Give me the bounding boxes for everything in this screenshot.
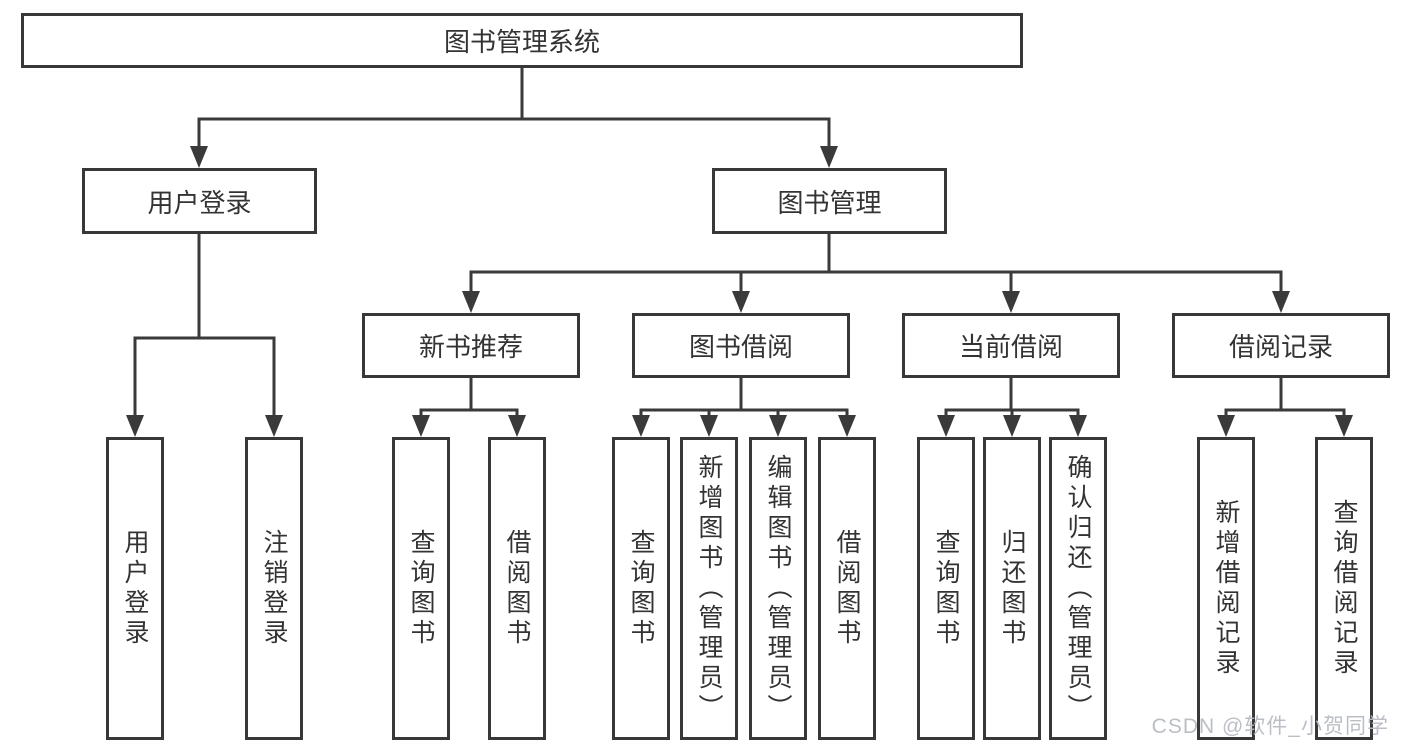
arrowhead-icons [126,146,1353,437]
leaf-search-books-borrowing: 查询图书 [612,437,670,740]
node-current-borrowing: 当前借阅 [902,313,1120,378]
node-new-book-recommend-label: 新书推荐 [418,332,523,362]
node-borrowing-records-label: 借阅记录 [1228,332,1333,362]
connector-level3-children [419,378,1346,418]
node-user-login: 用户登录 [82,168,317,234]
node-new-book-recommend: 新书推荐 [362,313,580,378]
leaf-search-borrow-record-label: 查询借阅记录 [1330,498,1358,679]
leaf-user-login: 用户登录 [106,437,164,740]
node-book-management-label: 图书管理 [777,187,882,218]
node-library-system: 图书管理系统 [21,13,1023,68]
leaf-confirm-return-admin: 确认归还（管理员） [1049,437,1107,740]
leaf-logout: 注销登录 [245,437,303,740]
leaf-add-book-admin-label: 新增图书（管理员） [695,453,723,724]
leaf-search-books-recommend: 查询图书 [392,437,450,740]
node-borrowing-records: 借阅记录 [1172,313,1390,378]
node-user-login-label: 用户登录 [147,187,252,218]
leaf-search-books-current: 查询图书 [917,437,975,740]
leaf-edit-book-admin-label: 编辑图书（管理员） [764,453,792,724]
leaf-borrow-books-recommend-label: 借阅图书 [503,528,531,649]
leaf-return-books-label: 归还图书 [998,528,1026,649]
leaf-search-borrow-record: 查询借阅记录 [1315,437,1373,740]
connector-book-mgmt-to-level3 [469,234,1283,294]
leaf-borrow-books-borrowing: 借阅图书 [818,437,876,740]
leaf-search-books-current-label: 查询图书 [932,528,960,649]
watermark: CSDN @软件_小贺同学 [1151,715,1389,738]
leaf-add-book-admin: 新增图书（管理员） [680,437,738,740]
leaf-user-login-label: 用户登录 [121,528,149,649]
connector-root-to-level2 [197,68,831,148]
leaf-logout-label: 注销登录 [260,528,288,649]
leaf-return-books: 归还图书 [983,437,1041,740]
leaf-search-books-recommend-label: 查询图书 [407,528,435,649]
node-book-borrowing: 图书借阅 [632,313,850,378]
leaf-search-books-borrowing-label: 查询图书 [627,528,655,649]
leaf-add-borrow-record-label: 新增借阅记录 [1212,498,1240,679]
node-current-borrowing-label: 当前借阅 [958,332,1063,362]
leaf-borrow-books-recommend: 借阅图书 [488,437,546,740]
node-book-management: 图书管理 [712,168,947,234]
leaf-borrow-books-borrowing-label: 借阅图书 [833,528,861,649]
leaf-confirm-return-admin-label: 确认归还（管理员） [1064,453,1092,724]
connector-user-login-children [133,234,276,418]
leaf-edit-book-admin: 编辑图书（管理员） [749,437,807,740]
node-library-system-label: 图书管理系统 [443,27,600,57]
leaf-add-borrow-record: 新增借阅记录 [1197,437,1255,740]
node-book-borrowing-label: 图书借阅 [688,332,793,362]
